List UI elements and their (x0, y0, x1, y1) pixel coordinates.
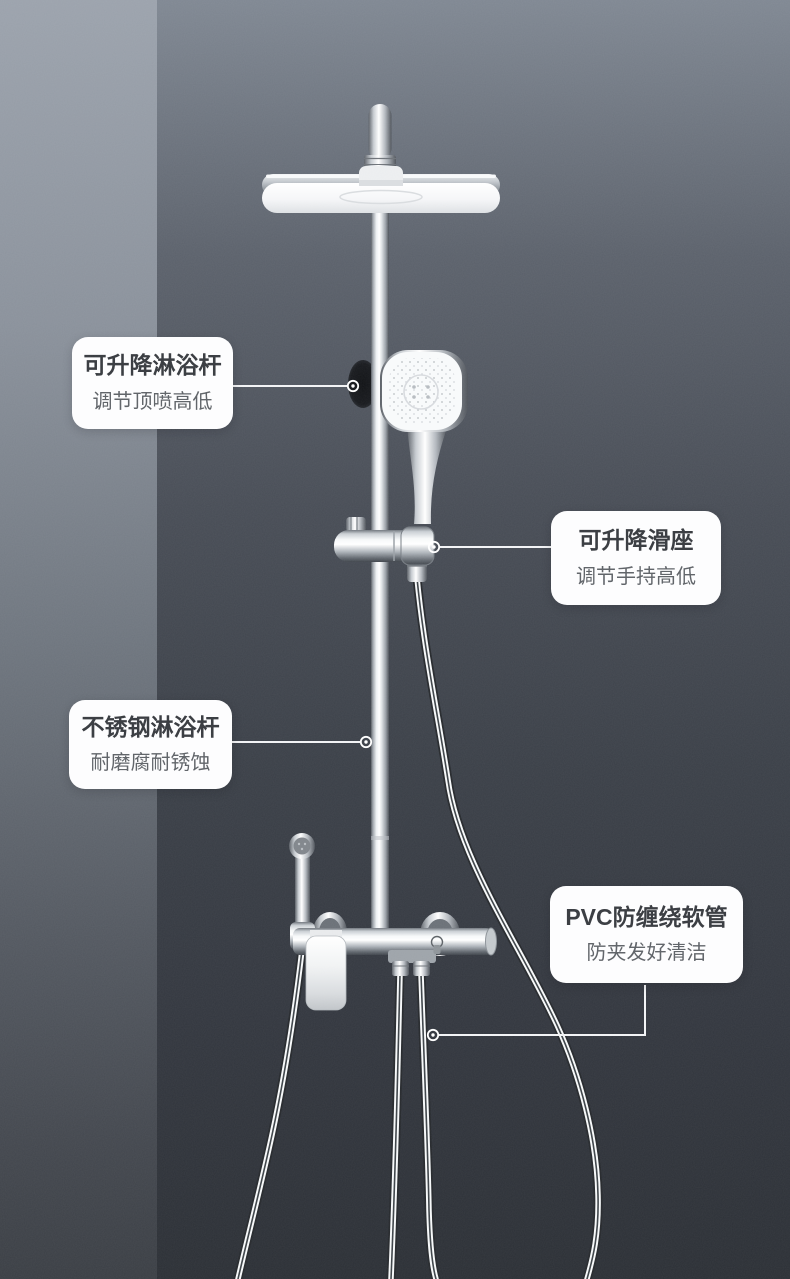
callout-title: 可升降淋浴杆 (83, 352, 222, 379)
callout-title: 不锈钢淋浴杆 (81, 713, 220, 740)
hand-shower (380, 350, 468, 524)
mixer-lever-handle (305, 930, 347, 1011)
bidet-sprayer-hose (233, 945, 307, 1279)
callout-subtitle: 调节手持高低 (576, 565, 696, 588)
callout-title: PVC防缠绕软管 (565, 903, 728, 930)
callout-subtitle: 调节顶喷高低 (92, 390, 213, 413)
callout-label-pvc-hose: PVC防缠绕软管 防夹发好清洁 (550, 886, 743, 983)
supply-hose-left (386, 969, 405, 1279)
faucet-right-cap (485, 927, 497, 956)
callout-label-slider: 可升降滑座 调节手持高低 (551, 511, 721, 605)
callout-label-lift-rod: 可升降淋浴杆 调节顶喷高低 (72, 337, 233, 429)
callout-subtitle: 耐磨腐耐锈蚀 (90, 752, 211, 775)
hose-connector-nuts (392, 961, 430, 976)
faucet-assembly (289, 833, 497, 1011)
supply-hose-right (416, 969, 441, 1279)
hand-shower-handle (407, 426, 447, 524)
callout-title: 可升降滑座 (578, 527, 694, 554)
top-inlet-spout (359, 104, 403, 186)
callout-label-stainless-rod: 不锈钢淋浴杆 耐磨腐耐锈蚀 (69, 700, 232, 789)
callout-subtitle: 防夹发好清洁 (586, 942, 707, 965)
